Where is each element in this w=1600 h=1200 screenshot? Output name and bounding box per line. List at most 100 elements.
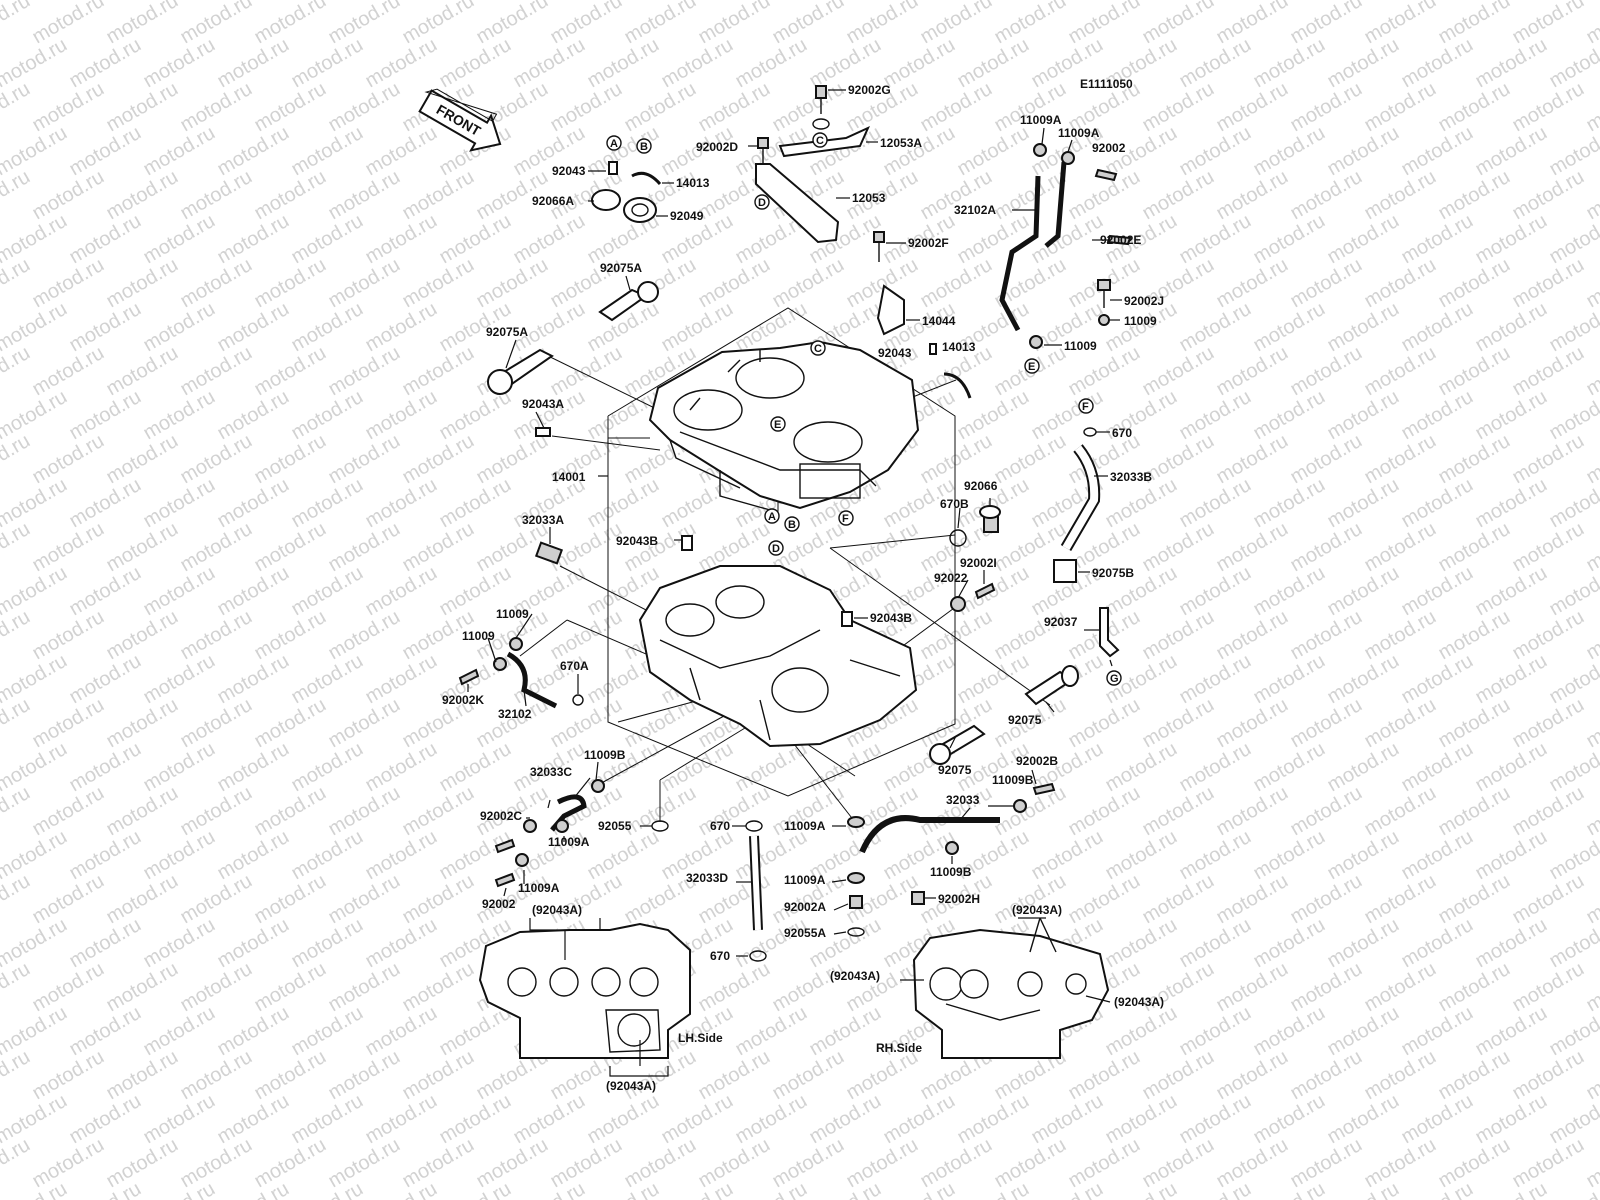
watermark-text: motod.ru xyxy=(214,1002,293,1061)
watermark-text: motod.ru xyxy=(0,0,34,48)
watermark-text: motod.ru xyxy=(214,738,293,797)
watermark-text: motod.ru xyxy=(29,1046,108,1105)
watermark-text: motod.ru xyxy=(103,254,182,313)
watermark-text: motod.ru xyxy=(1176,298,1255,357)
watermark-text: motod.ru xyxy=(362,914,441,973)
watermark-text: motod.ru xyxy=(695,78,774,137)
part-label: 12053 xyxy=(852,191,886,205)
watermark-text: motod.ru xyxy=(658,738,737,797)
watermark-text: motod.ru xyxy=(473,430,552,489)
watermark-text: motod.ru xyxy=(547,606,626,665)
watermark-text: motod.ru xyxy=(1213,870,1292,929)
watermark-text: motod.ru xyxy=(29,958,108,1017)
part-label: (92043A) xyxy=(606,1079,656,1093)
part-label: 92002E xyxy=(1100,233,1141,247)
watermark-text: motod.ru xyxy=(214,474,293,533)
watermark-text: motod.ru xyxy=(362,738,441,797)
watermark-text: motod.ru xyxy=(1509,958,1588,1017)
watermark-text: motod.ru xyxy=(66,386,145,445)
part-label: 11009 xyxy=(496,607,529,621)
watermark-text: motod.ru xyxy=(362,386,441,445)
part-label: 92066A xyxy=(532,194,574,208)
watermark-text: motod.ru xyxy=(362,210,441,269)
watermark-text: motod.ru xyxy=(695,958,774,1017)
watermark-text: motod.ru xyxy=(325,78,404,137)
part-label: 92002C xyxy=(480,809,522,823)
reference-code: E1111050 xyxy=(1080,77,1133,91)
watermark-text: motod.ru xyxy=(436,738,515,797)
watermark-text: motod.ru xyxy=(399,1046,478,1105)
watermark-text: motod.ru xyxy=(1361,254,1440,313)
watermark-text: motod.ru xyxy=(1065,694,1144,753)
watermark-text: motod.ru xyxy=(251,958,330,1017)
watermark-text: motod.ru xyxy=(177,694,256,753)
svg-text:B: B xyxy=(640,141,648,153)
watermark-text: motod.ru xyxy=(473,0,552,48)
watermark-text: motod.ru xyxy=(362,650,441,709)
lh-side-view xyxy=(478,922,691,1059)
callout-letter: A xyxy=(606,135,622,151)
part-label: 32033A xyxy=(522,513,564,527)
watermark-text: motod.ru xyxy=(1176,914,1255,973)
part-label: 92037 xyxy=(1044,615,1078,629)
watermark-text: motod.ru xyxy=(1398,34,1477,93)
watermark-text: motod.ru xyxy=(954,386,1033,445)
part-label: 11009B xyxy=(930,865,972,879)
watermark-text: motod.ru xyxy=(843,782,922,841)
watermark-text: motod.ru xyxy=(473,254,552,313)
watermark-text: motod.ru xyxy=(1435,694,1514,753)
part-label: 92043 xyxy=(552,164,586,178)
watermark-text: motod.ru xyxy=(214,122,293,181)
watermark-text: motod.ru xyxy=(806,1178,885,1200)
watermark-text: motod.ru xyxy=(1583,78,1600,137)
watermark-text: motod.ru xyxy=(991,870,1070,929)
watermark-text: motod.ru xyxy=(1361,958,1440,1017)
watermark-text: motod.ru xyxy=(843,958,922,1017)
watermark-text: motod.ru xyxy=(29,430,108,489)
watermark-text: motod.ru xyxy=(214,826,293,885)
watermark-text: motod.ru xyxy=(251,694,330,753)
callout-letter: E xyxy=(1024,358,1040,374)
part-label: 92043 xyxy=(878,346,912,360)
watermark-text: motod.ru xyxy=(1250,1002,1329,1061)
watermark-text: motod.ru xyxy=(732,34,811,93)
watermark-text: motod.ru xyxy=(1398,298,1477,357)
watermark-text: motod.ru xyxy=(177,1046,256,1105)
watermark-text: motod.ru xyxy=(695,1134,774,1193)
watermark-text: motod.ru xyxy=(288,738,367,797)
watermark-text: motod.ru xyxy=(177,342,256,401)
part-label: 92002 xyxy=(482,897,516,911)
watermark-text: motod.ru xyxy=(1361,782,1440,841)
watermark-text: motod.ru xyxy=(1472,298,1551,357)
svg-text:C: C xyxy=(816,135,824,147)
watermark-text: motod.ru xyxy=(288,1002,367,1061)
watermark-text: motod.ru xyxy=(251,782,330,841)
watermark-text: motod.ru xyxy=(103,166,182,225)
watermark-text: motod.ru xyxy=(1509,782,1588,841)
watermark-text: motod.ru xyxy=(1176,474,1255,533)
watermark-text: motod.ru xyxy=(917,78,996,137)
part-label: 92022 xyxy=(934,571,968,585)
watermark-text: motod.ru xyxy=(29,166,108,225)
watermark-text: motod.ru xyxy=(1324,738,1403,797)
callout-letter: C xyxy=(812,132,828,148)
watermark-text: motod.ru xyxy=(1583,254,1600,313)
watermark-text: motod.ru xyxy=(547,0,626,48)
watermark-text: motod.ru xyxy=(1435,1046,1514,1105)
watermark-text: motod.ru xyxy=(769,0,848,48)
watermark-text: motod.ru xyxy=(917,782,996,841)
watermark-text: motod.ru xyxy=(1324,298,1403,357)
rh-side-view xyxy=(912,917,1110,1059)
watermark-text: motod.ru xyxy=(103,0,182,48)
watermark-text: motod.ru xyxy=(399,166,478,225)
watermark-text: motod.ru xyxy=(399,0,478,48)
watermark-text: motod.ru xyxy=(917,606,996,665)
watermark-text: motod.ru xyxy=(103,342,182,401)
watermark-text: motod.ru xyxy=(510,1090,589,1149)
watermark-text: motod.ru xyxy=(1250,562,1329,621)
watermark-text: motod.ru xyxy=(325,430,404,489)
watermark-text: motod.ru xyxy=(1583,782,1600,841)
watermark-text: motod.ru xyxy=(806,914,885,973)
watermark-text: motod.ru xyxy=(1287,1046,1366,1105)
watermark-text: motod.ru xyxy=(214,1178,293,1200)
